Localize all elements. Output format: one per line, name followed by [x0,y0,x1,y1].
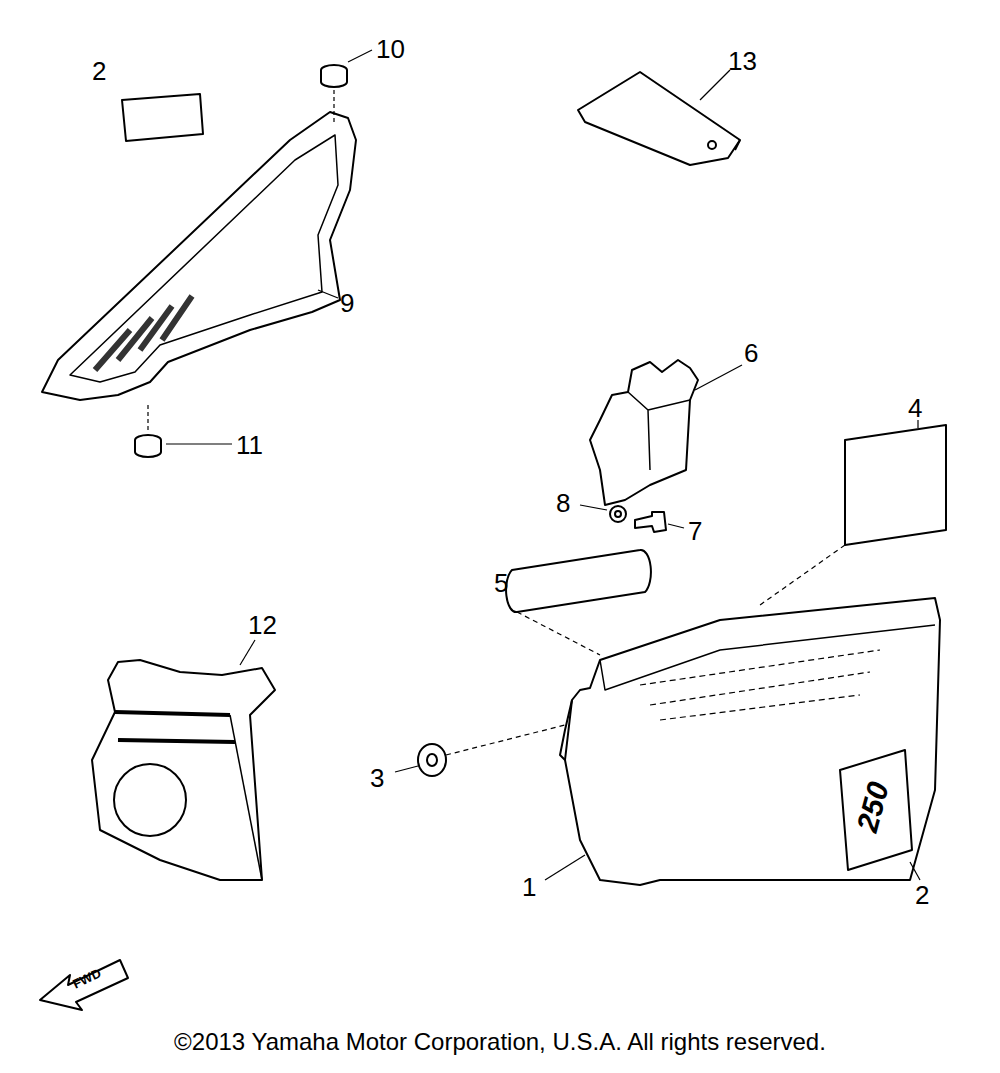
copyright-caption: ©2013 Yamaha Motor Corporation, U.S.A. A… [174,1030,826,1054]
callout-number: 9 [340,290,354,316]
callout-number: 13 [728,48,757,74]
callout-number: 7 [688,518,702,544]
callout-number: 11 [236,432,263,458]
callout-number: 10 [376,36,405,62]
callout-number: 3 [370,765,384,791]
callout-number: 5 [494,570,508,596]
callout-number: 1 [522,874,536,900]
callout-number: 8 [556,490,570,516]
callout-number: 12 [248,612,277,638]
callout-number: 6 [744,340,758,366]
callout-number: 4 [908,395,922,421]
callout-number: 2 [915,882,929,908]
callout-number: 2 [92,58,106,84]
